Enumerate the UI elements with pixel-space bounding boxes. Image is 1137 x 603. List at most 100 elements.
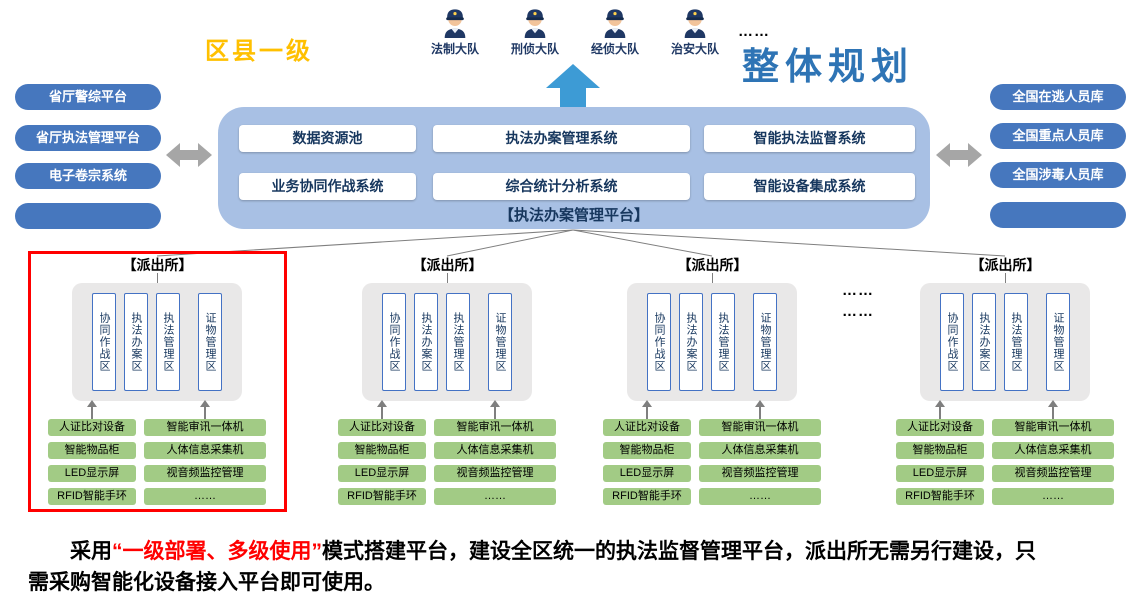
stations-ellipsis-line: …… bbox=[842, 303, 874, 320]
right-database-pill: 全国涉毒人员库 bbox=[990, 162, 1126, 188]
platform-label: 【执法办案管理平台】 bbox=[498, 207, 649, 224]
device-box: …… bbox=[699, 488, 821, 505]
zone-panel: 协同作战区 执法办案区 执法管理区 证物管理区 bbox=[72, 283, 242, 401]
device-box: 智能审讯一体机 bbox=[699, 419, 821, 436]
device-box: LED显示屏 bbox=[896, 465, 984, 482]
zone-box: 执法办案区 bbox=[972, 293, 996, 391]
zone-box: 执法管理区 bbox=[446, 293, 470, 391]
left-sync-arrow-icon bbox=[166, 143, 212, 167]
station-title: 【派出所】 bbox=[677, 257, 748, 273]
module-box: 综合统计分析系统 bbox=[433, 173, 690, 200]
device-box: 人证比对设备 bbox=[603, 419, 691, 436]
device-box: …… bbox=[992, 488, 1114, 505]
station-title: 【派出所】 bbox=[970, 257, 1041, 273]
up-arrow-icon bbox=[1048, 400, 1058, 419]
device-box: 人证比对设备 bbox=[48, 419, 136, 436]
device-box: RFID智能手环 bbox=[48, 488, 136, 505]
zone-box: 执法办案区 bbox=[124, 293, 148, 391]
device-box: LED显示屏 bbox=[338, 465, 426, 482]
department: 治安大队 bbox=[664, 5, 726, 57]
police-officer-icon bbox=[604, 9, 626, 38]
device-box: LED显示屏 bbox=[48, 465, 136, 482]
device-box: 视音频监控管理 bbox=[144, 465, 266, 482]
device-box: 人体信息采集机 bbox=[992, 442, 1114, 459]
department: 经侦大队 bbox=[584, 5, 646, 57]
level-label: 区县一级 bbox=[205, 38, 313, 65]
station-title: 【派出所】 bbox=[412, 257, 483, 273]
device-grid: 人证比对设备 智能审讯一体机 智能物品柜 人体信息采集机 LED显示屏 视音频监… bbox=[48, 419, 266, 505]
module-box: 智能设备集成系统 bbox=[704, 173, 915, 200]
station-title: 【派出所】 bbox=[122, 257, 193, 273]
footer-note: 采用“一级部署、多级使用”模式搭建平台，建设全区统一的执法监督管理平台，派出所无… bbox=[28, 536, 1120, 598]
device-box: 人证比对设备 bbox=[338, 419, 426, 436]
zone-box: 执法管理区 bbox=[1004, 293, 1028, 391]
zone-box: 协同作战区 bbox=[92, 293, 116, 391]
zone-panel: 协同作战区 执法办案区 执法管理区 证物管理区 bbox=[627, 283, 797, 401]
left-system-pill: 省厅警综平台 bbox=[15, 84, 161, 110]
device-box: 智能物品柜 bbox=[338, 442, 426, 459]
device-box: 人证比对设备 bbox=[896, 419, 984, 436]
up-arrow-icon bbox=[87, 400, 97, 419]
right-sync-arrow-icon bbox=[936, 143, 982, 167]
department-label: 法制大队 bbox=[430, 42, 479, 56]
device-box: 人体信息采集机 bbox=[434, 442, 556, 459]
zone-box: 执法管理区 bbox=[711, 293, 735, 391]
zone-box: 协同作战区 bbox=[382, 293, 406, 391]
right-database-pill: 全国重点人员库 bbox=[990, 123, 1126, 149]
zone-box: 证物管理区 bbox=[753, 293, 777, 391]
footer-text-line1: 模式搭建平台，建设全区统一的执法监督管理平台，派出所无需另行建设，只 bbox=[322, 540, 1036, 563]
zone-panel: 协同作战区 执法办案区 执法管理区 证物管理区 bbox=[362, 283, 532, 401]
station-group: 【派出所】 协同作战区 执法办案区 执法管理区 证物管理区 人证比对设备 智能审… bbox=[595, 253, 830, 505]
device-box: 视音频监控管理 bbox=[992, 465, 1114, 482]
department: 刑侦大队 bbox=[504, 5, 566, 57]
device-box: 智能审讯一体机 bbox=[434, 419, 556, 436]
stations-row: 【派出所】 协同作战区 执法办案区 执法管理区 证物管理区 人证比对设备 智能审… bbox=[0, 251, 1137, 515]
module-box: 智能执法监督系统 bbox=[704, 125, 915, 152]
up-arrow-icon bbox=[490, 400, 500, 419]
footer-text-prefix: 采用 bbox=[70, 540, 112, 563]
up-arrow-icon bbox=[755, 400, 765, 419]
footer-text-highlight: “一级部署、多级使用” bbox=[112, 540, 322, 563]
device-box: RFID智能手环 bbox=[338, 488, 426, 505]
stations-ellipsis-line: …… bbox=[842, 282, 874, 299]
department-label: 经侦大队 bbox=[590, 42, 639, 56]
up-arrow-icon bbox=[546, 64, 600, 107]
device-grid: 人证比对设备 智能审讯一体机 智能物品柜 人体信息采集机 LED显示屏 视音频监… bbox=[338, 419, 556, 505]
up-arrow-icon bbox=[200, 400, 210, 419]
footer-text-line2: 需采购智能化设备接入平台即可使用。 bbox=[28, 571, 385, 594]
department-label: 治安大队 bbox=[670, 42, 719, 56]
station-group: 【派出所】 协同作战区 执法办案区 执法管理区 证物管理区 人证比对设备 智能审… bbox=[28, 251, 287, 512]
zone-panel: 协同作战区 执法办案区 执法管理区 证物管理区 bbox=[920, 283, 1090, 401]
police-officer-icon bbox=[684, 9, 706, 38]
highlight-frame bbox=[28, 251, 287, 512]
zone-box: 执法管理区 bbox=[156, 293, 180, 391]
module-box: 业务协同作战系统 bbox=[239, 173, 416, 200]
stations-ellipsis: …… …… bbox=[842, 280, 874, 322]
left-system-pill bbox=[15, 203, 161, 229]
zone-box: 执法办案区 bbox=[414, 293, 438, 391]
title-connector-line bbox=[712, 273, 713, 283]
device-box: 视音频监控管理 bbox=[699, 465, 821, 482]
zone-box: 证物管理区 bbox=[488, 293, 512, 391]
title-connector-line bbox=[157, 273, 158, 283]
zone-box: 协同作战区 bbox=[940, 293, 964, 391]
title-connector-line bbox=[447, 273, 448, 283]
platform-container: 数据资源池 执法办案管理系统 智能执法监督系统 业务协同作战系统 综合统计分析系… bbox=[218, 107, 930, 229]
device-box: 智能审讯一体机 bbox=[144, 419, 266, 436]
zone-box: 执法办案区 bbox=[679, 293, 703, 391]
device-box: …… bbox=[144, 488, 266, 505]
page-title: 整体规划 bbox=[742, 46, 914, 87]
station-group: 【派出所】 协同作战区 执法办案区 执法管理区 证物管理区 人证比对设备 智能审… bbox=[888, 253, 1123, 505]
department: 法制大队 bbox=[424, 5, 486, 57]
left-system-pill: 省厅执法管理平台 bbox=[15, 125, 161, 151]
device-box: RFID智能手环 bbox=[603, 488, 691, 505]
device-box: 智能物品柜 bbox=[48, 442, 136, 459]
module-box: 执法办案管理系统 bbox=[433, 125, 690, 152]
zone-box: 协同作战区 bbox=[647, 293, 671, 391]
department-label: 刑侦大队 bbox=[510, 42, 559, 56]
left-system-pill: 电子卷宗系统 bbox=[15, 163, 161, 189]
departments-ellipsis: …… bbox=[738, 23, 770, 40]
up-arrow-icon bbox=[642, 400, 652, 419]
device-box: 智能物品柜 bbox=[603, 442, 691, 459]
